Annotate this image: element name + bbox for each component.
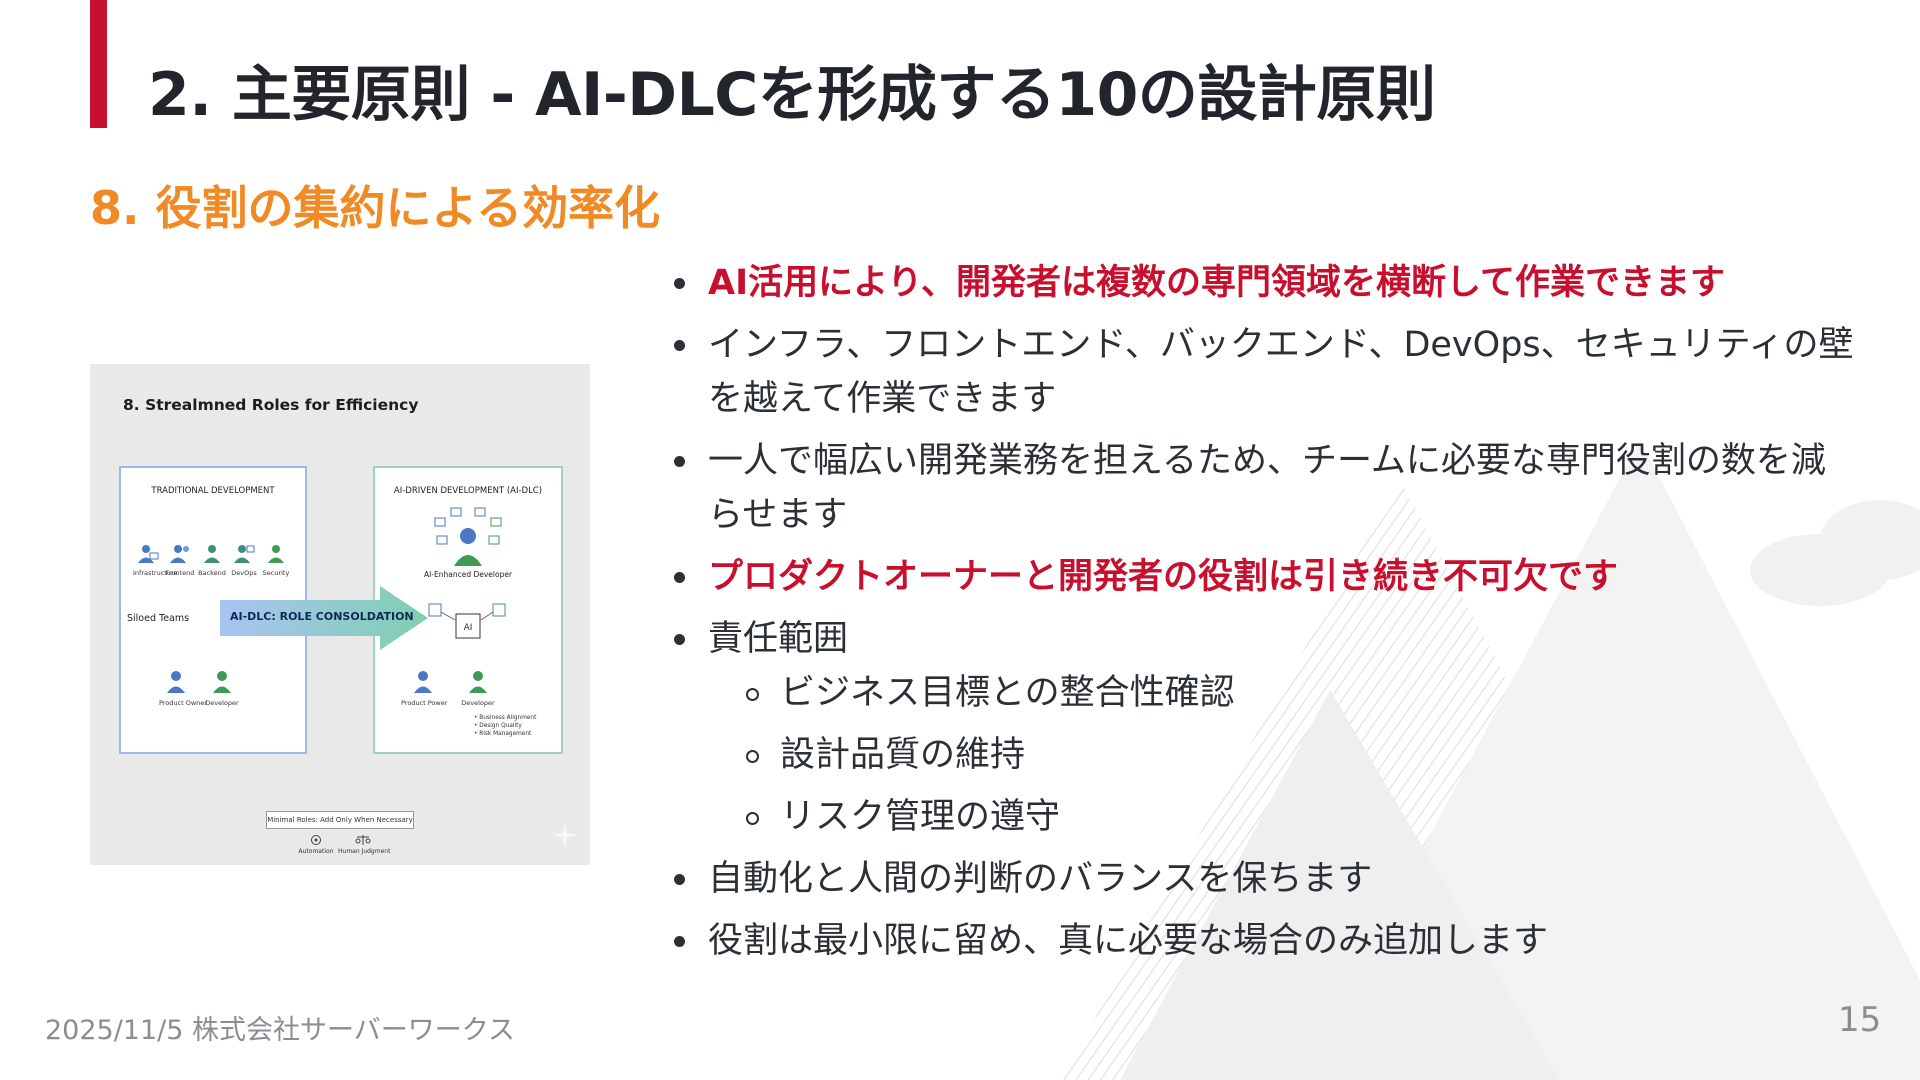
scale-icon — [355, 835, 371, 845]
person-icon — [204, 545, 220, 563]
figure-title: 8. Strealmned Roles for Efficiency — [123, 396, 419, 414]
developer-responsibilities: • Business Alignment • Design Quality • … — [474, 715, 537, 737]
sub-bullet-item: ビジネス目標との整合性確認 — [672, 666, 1872, 720]
bullet-list: AI活用により、開発者は複数の専門領域を横断して作業できます インフラ、フロント… — [672, 256, 1872, 968]
person-icon — [414, 671, 432, 693]
ai-enhanced-developer-label: AI-Enhanced Developer — [423, 570, 513, 579]
page-number: 15 — [1838, 1000, 1882, 1040]
role-frontend: Frontend — [165, 544, 195, 577]
sub-bullet-item: リスク管理の遵守 — [672, 790, 1872, 844]
bullet-item: 一人で幅広い開発業務を担えるため、チームに必要な専門役割の数を減らせます — [672, 434, 1848, 542]
person-icon — [170, 545, 189, 563]
gear-icon — [311, 835, 321, 845]
bullet-item: 役割は最小限に留め、真に必要な場合のみ追加します — [672, 914, 1872, 968]
role-product-owner: Product Owner — [159, 670, 207, 707]
sub-bullet-item: 設計品質の維持 — [672, 728, 1872, 782]
automation-item: Automation — [296, 834, 336, 855]
person-icon — [167, 671, 185, 693]
role-infrastructure: Infrastructure — [133, 544, 177, 577]
role-devops: DevOps — [229, 544, 259, 577]
title-accent-bar — [90, 0, 107, 128]
slide-title: 2. 主要原則 - AI-DLCを形成する10の設計原則 — [148, 60, 1436, 130]
background-mountains-decoration — [1060, 440, 1920, 1080]
person-icon — [469, 671, 487, 693]
person-icon — [268, 545, 284, 563]
section-subtitle: 8. 役割の集約による効率化 — [90, 181, 661, 235]
role-developer: Developer — [205, 670, 239, 707]
consolidation-arrow — [220, 586, 428, 650]
role-backend: Backend — [197, 544, 227, 577]
arrow-label: AI-DLC: ROLE CONSOLDATION — [230, 610, 414, 623]
role-consolidation-figure: 8. Strealmned Roles for Efficiency TRADI… — [90, 364, 590, 865]
person-icon — [234, 545, 255, 563]
chip-label: AI — [464, 623, 473, 633]
ai-dlc-heading: AI-DRIVEN DEVELOPMENT (AI-DLC) — [393, 486, 543, 496]
role-developer-ai: Developer — [461, 670, 495, 707]
bullet-item: インフラ、フロントエンド、バックエンド、DevOps、セキュリティの壁を越えて作… — [672, 318, 1868, 426]
ai-enhanced-developer-icon — [434, 507, 502, 566]
person-icon — [213, 671, 231, 693]
bullet-item: プロダクトオーナーと開発者の役割は引き続き不可欠です — [672, 550, 1872, 604]
minimal-roles-box: Minimal Roles: Add Only When Necessary — [266, 811, 414, 829]
human-judgment-item: Human Judgment — [338, 834, 390, 855]
footer-text: 2025/11/5 株式会社サーバーワークス — [45, 1015, 515, 1046]
bullet-item: 自動化と人間の判断のバランスを保ちます — [672, 852, 1872, 906]
sparkle-icon — [552, 822, 578, 848]
role-security: Security — [261, 544, 291, 577]
ai-chip-icon: AI — [428, 603, 506, 639]
siloed-teams-label: Siloed Teams — [127, 613, 190, 624]
role-product-power: Product Power — [401, 670, 447, 707]
person-icon — [138, 545, 159, 563]
traditional-heading: TRADITIONAL DEVELOPMENT — [151, 486, 275, 496]
bullet-item: AI活用により、開発者は複数の専門領域を横断して作業できます — [672, 256, 1872, 310]
bullet-item: 責任範囲 — [672, 612, 1872, 666]
